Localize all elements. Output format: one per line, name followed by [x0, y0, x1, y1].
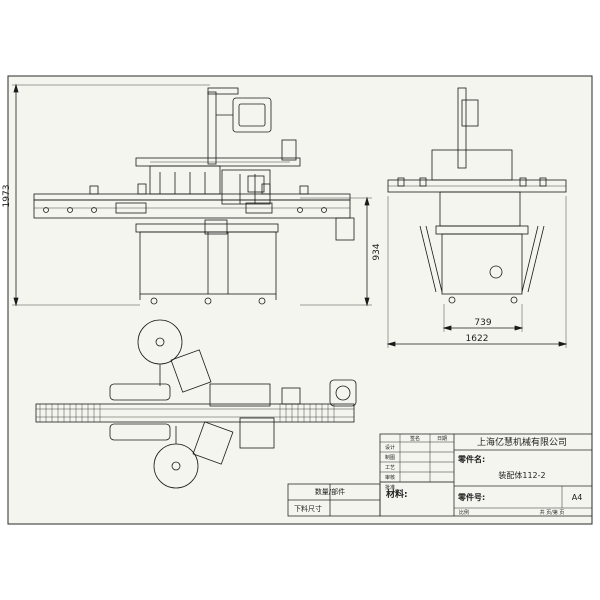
material-label: 材料: [385, 488, 408, 500]
caster-left [150, 297, 158, 305]
mast [207, 91, 217, 165]
header-col-sign: 签名 [410, 435, 420, 442]
conveyor-body [33, 199, 351, 219]
overall-width-dimension [386, 196, 568, 348]
top-motor [329, 379, 357, 407]
paper-size: A4 [572, 493, 583, 502]
cut-size-label: 下料尺寸 [294, 504, 322, 513]
top-conveyor [35, 403, 355, 423]
qty-label: 数量/部件 [315, 487, 345, 496]
table-height-dimension [300, 196, 372, 307]
row-drawing: 制图 [385, 454, 395, 461]
top-view [35, 319, 357, 489]
caster-right [258, 297, 266, 305]
part-no-label: 零件号: [457, 492, 485, 502]
touch-screen-display [238, 103, 266, 127]
company-name: 上海亿慧机械有限公司 [477, 436, 567, 448]
applicator-top [170, 349, 212, 393]
height-dimension [12, 83, 210, 307]
mast-top [207, 87, 239, 95]
base-width-label: 739 [474, 318, 491, 328]
part-name: 装配体112-2 [498, 470, 545, 480]
side-gauge [489, 265, 503, 279]
row-process: 工艺 [385, 465, 395, 471]
sheet-frame [7, 75, 593, 525]
side-view: 739 1622 [386, 87, 568, 348]
table-height-label: 934 [372, 243, 382, 260]
motor-top [281, 139, 297, 161]
front-view: 1973 934 [2, 83, 382, 307]
row-approve: 批准 [385, 484, 395, 491]
part-name-label: 零件名: [457, 454, 485, 464]
base-width-dimension [442, 304, 524, 332]
conveyor-motor [335, 217, 355, 241]
row-design: 设计 [385, 444, 395, 451]
overall-width-label: 1622 [466, 334, 489, 344]
scale-label: 比例 [459, 509, 469, 516]
side-screen [461, 99, 479, 127]
row-review: 审核 [385, 474, 395, 481]
side-cabinet [441, 233, 523, 295]
header-col-date: 日期 [437, 436, 447, 442]
main-title-box [379, 433, 593, 517]
sheet-count-label: 共 页/第 页 [540, 509, 565, 516]
side-mast [457, 87, 467, 169]
title-block [287, 433, 593, 517]
applicator-bottom [192, 421, 234, 465]
overall-height-label: 1973 [2, 185, 12, 208]
